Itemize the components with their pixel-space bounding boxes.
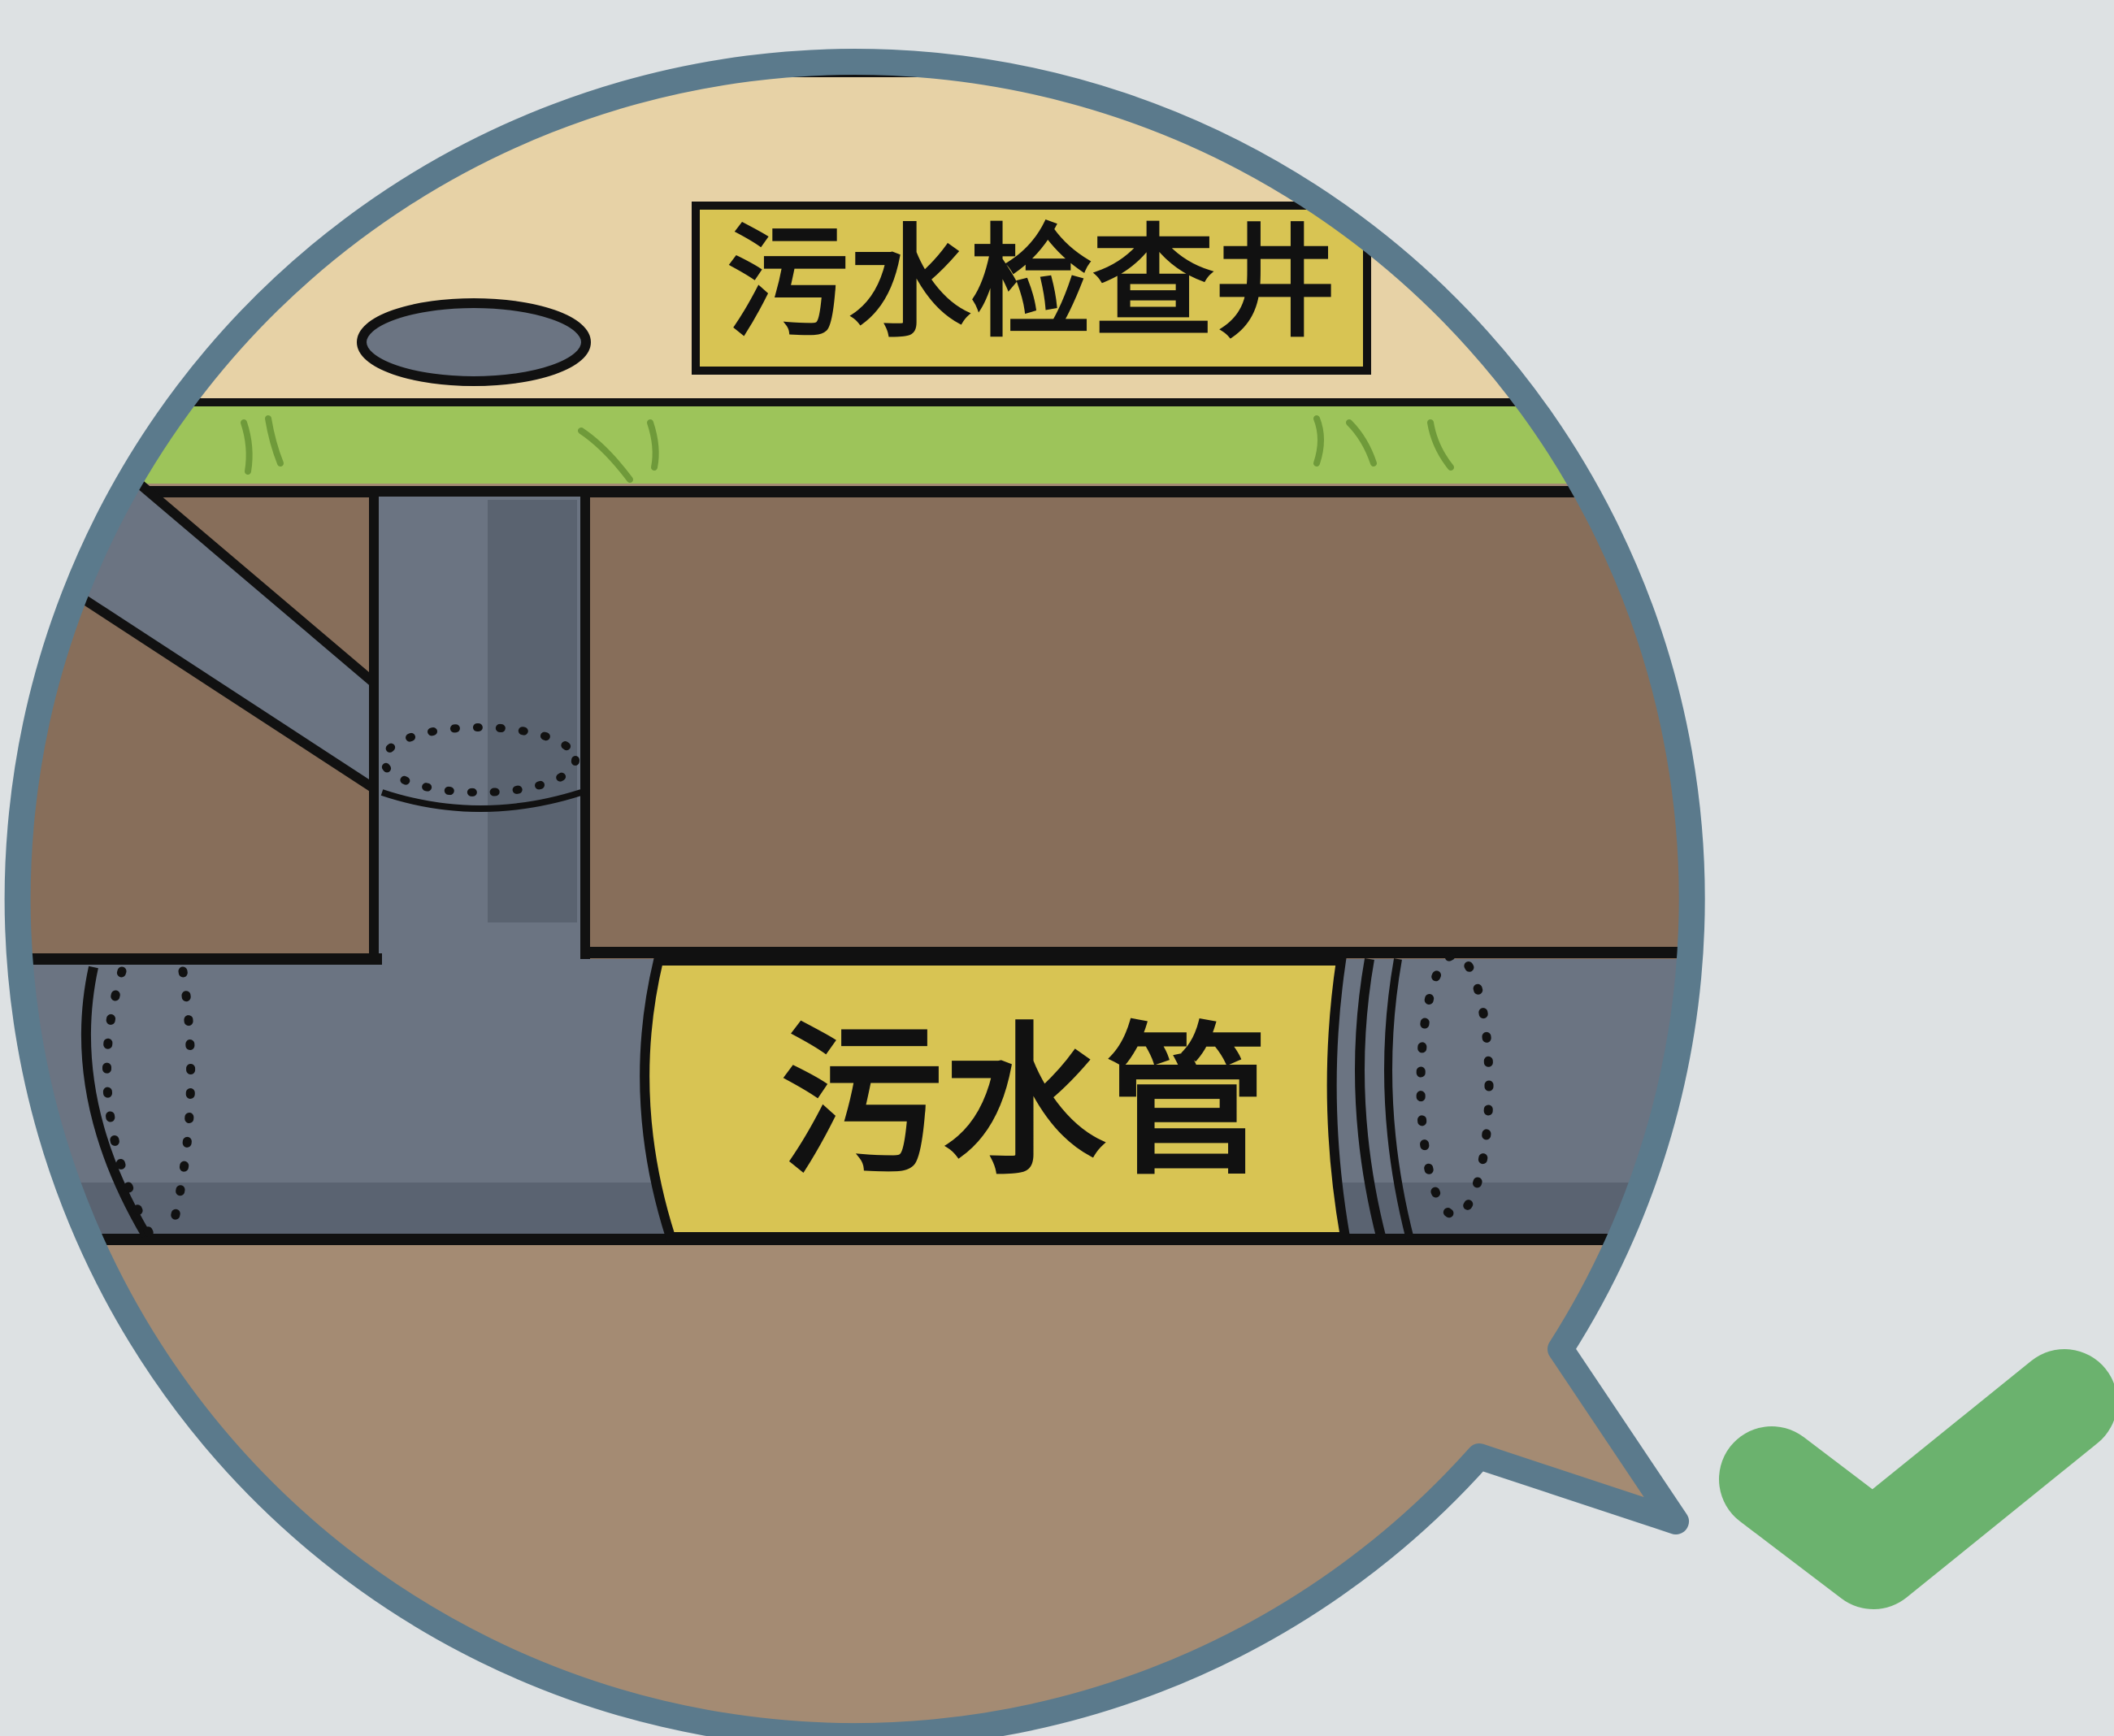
grass-tufts xyxy=(241,415,1454,483)
pipe-label-band xyxy=(640,956,1352,1242)
grass-strip xyxy=(17,402,1692,484)
pipe-label: 污水管 xyxy=(780,1008,1268,1197)
manhole-label-box xyxy=(692,202,1371,375)
manhole-label: 污水检查井 xyxy=(727,213,1336,354)
manhole-cover xyxy=(357,298,591,386)
riser-joint xyxy=(380,723,580,796)
checkmark-icon xyxy=(1719,1349,2114,1609)
right-pipe-joint xyxy=(1416,950,1494,1220)
speech-bubble-border xyxy=(4,49,1705,1736)
